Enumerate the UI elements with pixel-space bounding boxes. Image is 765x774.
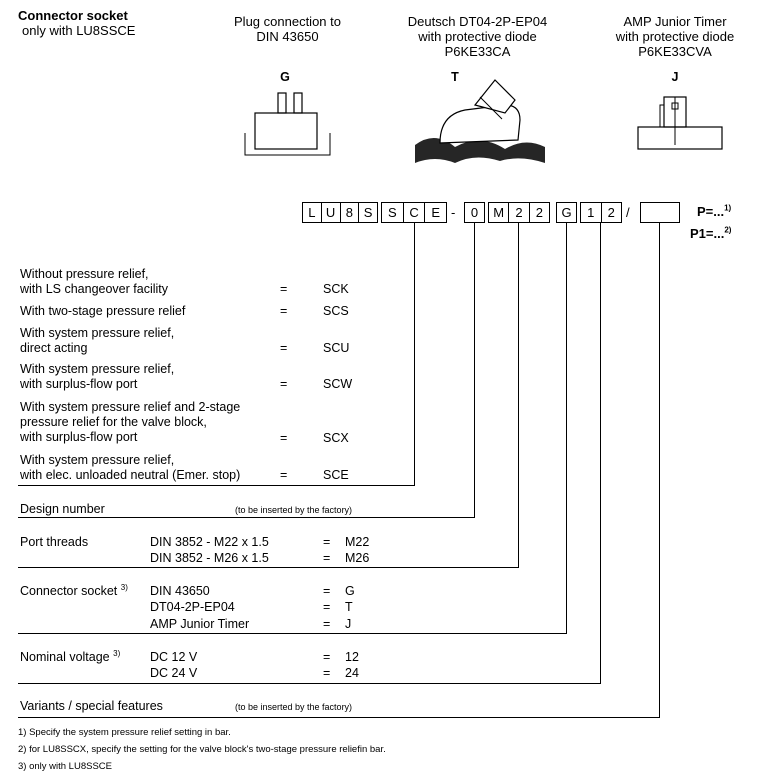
code-char: 2 [528,203,549,222]
connector-eq: = [323,584,331,598]
type-code-scx: SCX [323,431,349,445]
design-number-note: (to be inserted by the factory) [235,505,353,515]
type-eq: = [280,282,288,296]
code-box-lu8s: L U 8 S [302,202,378,223]
voltage-code: 24 [345,666,359,680]
code-char: S [388,205,397,220]
connector-code: T [345,600,353,614]
code-box-port-thread: M 2 2 [488,202,550,223]
code-slash: / [626,205,630,220]
type-eq: = [280,341,288,355]
voltage-label: Nominal voltage 3) [20,648,121,664]
amp-letter: J [671,70,679,84]
deutsch-title: Deutsch DT04-2P-EP04 with protective dio… [407,14,548,59]
connector-line [18,567,519,568]
code-char: E [424,203,446,222]
voltage-eq: = [323,666,331,680]
connector-socket-heading: Connector socket [18,8,128,23]
code-box-voltage: 1 2 [580,202,622,223]
type-eq: = [280,468,288,482]
voltage-code: 12 [345,650,359,664]
code-char: 1 [587,205,595,220]
deutsch-t-drawing [415,79,545,163]
type-desc-scs: With two-stage pressure relief [20,304,186,318]
code-box-type: S C E [381,202,447,223]
amp-j-drawing [637,96,723,150]
port-thread-eq: = [323,535,331,549]
connector-line [474,223,475,517]
design-number-label: Design number [20,502,105,516]
type-desc-sce: With system pressure relief,with elec. u… [20,453,241,482]
port-thread-spec: DIN 3852 - M22 x 1.5 [150,535,269,549]
connector-eq: = [323,600,331,614]
code-char: 2 [600,203,622,222]
port-thread-eq: = [323,551,331,565]
code-box-variants [640,202,680,223]
port-threads-label: Port threads [20,535,89,549]
type-desc-sck: Without pressure relief,with LS changeov… [20,267,168,296]
connector-line [566,223,567,633]
code-char: G [561,205,572,220]
footnote-2: 2) for LU8SSCX, specify the setting for … [18,744,386,755]
connector-eq: = [323,617,331,631]
code-char: 2 [508,203,528,222]
pressure-p-label: P=...1) [697,203,732,219]
code-char: M [493,205,505,220]
type-eq: = [280,431,288,445]
connector-line [18,717,660,718]
code-box-connector: G [556,202,577,223]
connector-code: G [345,584,355,598]
type-desc-scw: With system pressure relief,with surplus… [20,362,175,391]
type-code-scw: SCW [323,377,353,391]
connector-line [600,223,601,683]
code-char: 0 [470,205,479,220]
type-eq: = [280,377,288,391]
code-dash: - [451,205,456,220]
connector-spec: DT04-2P-EP04 [150,600,235,614]
connector-spec: DIN 43650 [150,584,210,598]
connector-line [659,223,660,717]
type-code-scs: SCS [323,304,349,318]
type-desc-scu: With system pressure relief,direct actin… [20,326,175,355]
code-char: C [402,203,425,222]
deutsch-letter: T [451,70,459,84]
variants-label: Variants / special features [20,699,163,713]
connector-line [414,223,415,485]
type-code-sce: SCE [323,468,349,482]
voltage-eq: = [323,650,331,664]
connector-socket-subheading: only with LU8SSCE [22,23,136,38]
connector-label: Connector socket 3) [20,582,128,598]
plug-g-letter: G [280,70,290,84]
pressure-p1-label: P1=...2) [690,225,732,241]
footnote-3: 3) only with LU8SSCE [18,761,112,772]
code-char: L [308,205,316,220]
code-char: 8 [339,203,359,222]
voltage-spec: DC 24 V [150,666,198,680]
connector-line [18,683,601,684]
port-thread-code: M26 [345,551,370,565]
connector-code: J [345,617,352,631]
connector-spec: AMP Junior Timer [150,617,250,631]
code-char: S [358,203,377,222]
type-code-scu: SCU [323,341,350,355]
amp-title: AMP Junior Timer with protective diode P… [615,14,735,59]
type-code-sck: SCK [323,282,349,296]
port-thread-spec: DIN 3852 - M26 x 1.5 [150,551,269,565]
connector-line [518,223,519,567]
plug-g-title: Plug connection to DIN 43650 [234,14,341,44]
footnote-1: 1) Specify the system pressure relief se… [18,727,231,738]
connector-line [18,633,567,634]
port-thread-code: M22 [345,535,370,549]
voltage-spec: DC 12 V [150,650,198,664]
code-box-design-number: 0 [464,202,485,223]
plug-g-drawing [244,92,331,156]
connector-line [18,517,475,518]
type-eq: = [280,304,288,318]
variants-note: (to be inserted by the factory) [235,702,353,712]
connector-line [18,485,415,486]
code-char: U [320,203,340,222]
